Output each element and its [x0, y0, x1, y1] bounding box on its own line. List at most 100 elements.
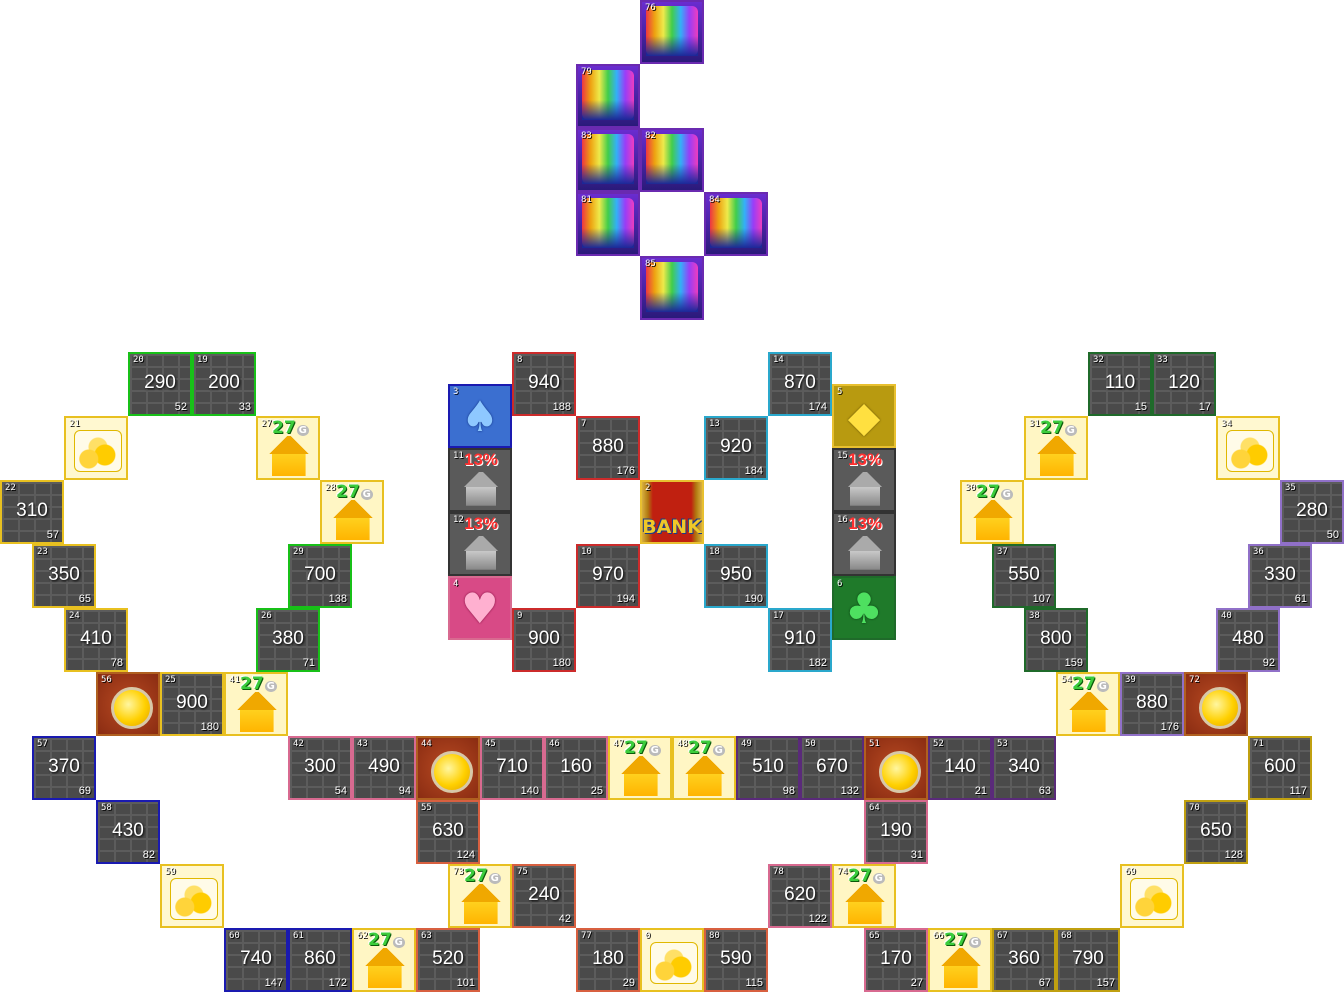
- board-tile-6[interactable]: 6♣: [832, 576, 896, 640]
- board-tile-51[interactable]: 51: [864, 736, 928, 800]
- board-tile-83[interactable]: 83: [576, 128, 640, 192]
- tile-number: 30: [965, 483, 976, 493]
- tile-number: 54: [1061, 675, 1072, 685]
- tile-price: 430: [112, 820, 144, 841]
- heart-icon: ♥: [461, 584, 499, 633]
- board-tile-56[interactable]: 56: [96, 672, 160, 736]
- tile-rent: 176: [1160, 721, 1179, 733]
- board-tile-21[interactable]: 21: [64, 416, 128, 480]
- board-tile-59[interactable]: 59: [160, 864, 224, 928]
- board-tile-5[interactable]: 5◆: [832, 384, 896, 448]
- board-tile-84[interactable]: 84: [704, 192, 768, 256]
- board-tile-79[interactable]: 79: [576, 64, 640, 128]
- tile-number: 69: [1125, 867, 1136, 877]
- board-tile-81[interactable]: 81: [576, 192, 640, 256]
- board-tile-72[interactable]: 72: [1184, 672, 1248, 736]
- board-tile-4[interactable]: 4♥: [448, 576, 512, 640]
- tile-number: 58: [101, 803, 112, 813]
- board-tile-44[interactable]: 44: [416, 736, 480, 800]
- board-tile-82[interactable]: 82: [640, 128, 704, 192]
- board-tile-3[interactable]: 3♠: [448, 384, 512, 448]
- tile-price: 290: [144, 372, 176, 393]
- board-tile-34[interactable]: 34: [1216, 416, 1280, 480]
- tile-price: 480: [1232, 628, 1264, 649]
- tile-number: 34: [1221, 419, 1232, 429]
- tile-number: 74: [837, 867, 848, 877]
- board-tile-85[interactable]: 85: [640, 256, 704, 320]
- gold-house-icon: [1036, 436, 1078, 476]
- tile-number: 59: [165, 867, 176, 877]
- board-tile-76[interactable]: 76: [640, 0, 704, 64]
- board-tile-69[interactable]: 69: [1120, 864, 1184, 928]
- board-tile-0[interactable]: 0: [640, 928, 704, 992]
- gold-bonus-badge: 27: [688, 738, 725, 758]
- gold-coins-icon: [1226, 430, 1274, 472]
